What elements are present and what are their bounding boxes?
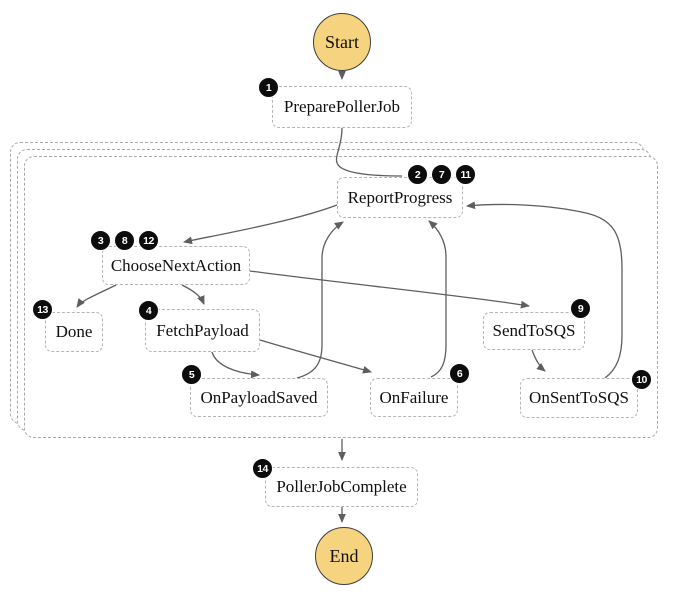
start-label: Start <box>325 31 359 52</box>
node-label: ReportProgress <box>347 187 453 207</box>
node-done[interactable]: Done <box>45 312 103 352</box>
node-on-sent-to-sqs[interactable]: OnSentToSQS <box>520 378 638 418</box>
step-badge-13: 13 <box>32 299 53 320</box>
node-fetch-payload[interactable]: FetchPayload <box>145 309 260 352</box>
step-badge-14: 14 <box>252 458 273 479</box>
end-node: End <box>315 527 373 585</box>
step-badge-2: 2 <box>407 164 428 185</box>
node-label: Done <box>55 322 93 341</box>
edge-preparepollerjob-to-reportprogress <box>335 127 403 177</box>
node-on-payload-saved[interactable]: OnPayloadSaved <box>190 378 328 417</box>
node-label: ChooseNextAction <box>110 255 242 275</box>
edge-onfailure-to-reportprogress <box>428 220 447 378</box>
step-badge-5: 5 <box>181 364 202 385</box>
node-label: OnSentToSQS <box>529 388 629 407</box>
step-badge-12: 12 <box>138 230 159 251</box>
node-prepare-poller-job[interactable]: PreparePollerJob <box>272 86 412 128</box>
end-label: End <box>329 545 359 566</box>
edge-fetchpayload-to-onpayloadsaved <box>211 351 261 379</box>
step-badge-3: 3 <box>90 230 111 251</box>
node-label: OnPayloadSaved <box>200 387 318 407</box>
node-label: FetchPayload <box>156 320 249 340</box>
node-label: OnFailure <box>379 387 449 407</box>
edge-onsenttosqs-to-reportprogress <box>465 201 623 379</box>
edge-choosenextaction-to-fetchpayload <box>181 284 205 305</box>
step-badge-7: 7 <box>431 164 452 185</box>
edge-reportprogress-to-choosenextaction <box>182 204 338 245</box>
node-label: SendToSQS <box>492 321 576 340</box>
edge-choosenextaction-to-done <box>76 284 117 308</box>
step-badge-4: 4 <box>138 300 159 321</box>
node-label: PreparePollerJob <box>283 97 401 116</box>
start-node: Start <box>313 13 371 71</box>
step-badge-6: 6 <box>449 363 470 384</box>
node-on-failure[interactable]: OnFailure <box>370 378 458 417</box>
step-badge-11: 11 <box>455 164 476 185</box>
edge-sendtosqs-to-onsenttosqs <box>531 349 546 372</box>
step-badge-1: 1 <box>258 77 279 98</box>
step-badge-10: 10 <box>631 369 652 390</box>
node-choose-next-action[interactable]: ChooseNextAction <box>102 246 250 285</box>
step-badge-9: 9 <box>570 298 591 319</box>
edge-choosenextaction-to-sendtosqs <box>249 270 531 309</box>
step-badge-8: 8 <box>114 230 135 251</box>
node-label: PollerJobComplete <box>276 477 407 496</box>
node-send-to-sqs[interactable]: SendToSQS <box>483 312 585 350</box>
edge-onpayloadsaved-to-reportprogress <box>296 221 344 379</box>
node-poller-job-complete[interactable]: PollerJobComplete <box>265 467 418 507</box>
